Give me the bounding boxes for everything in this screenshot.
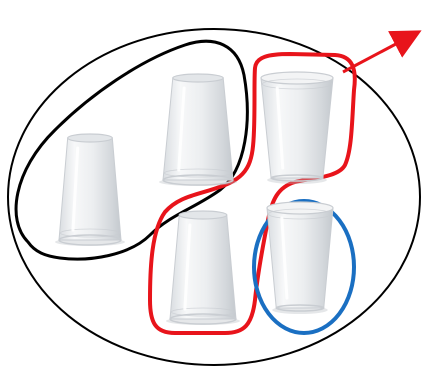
cup-upside-down-bottom-center [166, 210, 240, 325]
cup-upright-top-right [260, 71, 334, 184]
red-outline-group [147, 51, 357, 335]
outer-set-ellipse [7, 28, 421, 366]
cup-upside-down-left [55, 133, 125, 246]
cup-upright-bottom-right [266, 201, 334, 314]
black-outline-group [14, 39, 249, 261]
cup-upside-down-top-center [159, 73, 237, 186]
blue-outline-group [252, 199, 356, 335]
cups-layer [55, 71, 334, 325]
